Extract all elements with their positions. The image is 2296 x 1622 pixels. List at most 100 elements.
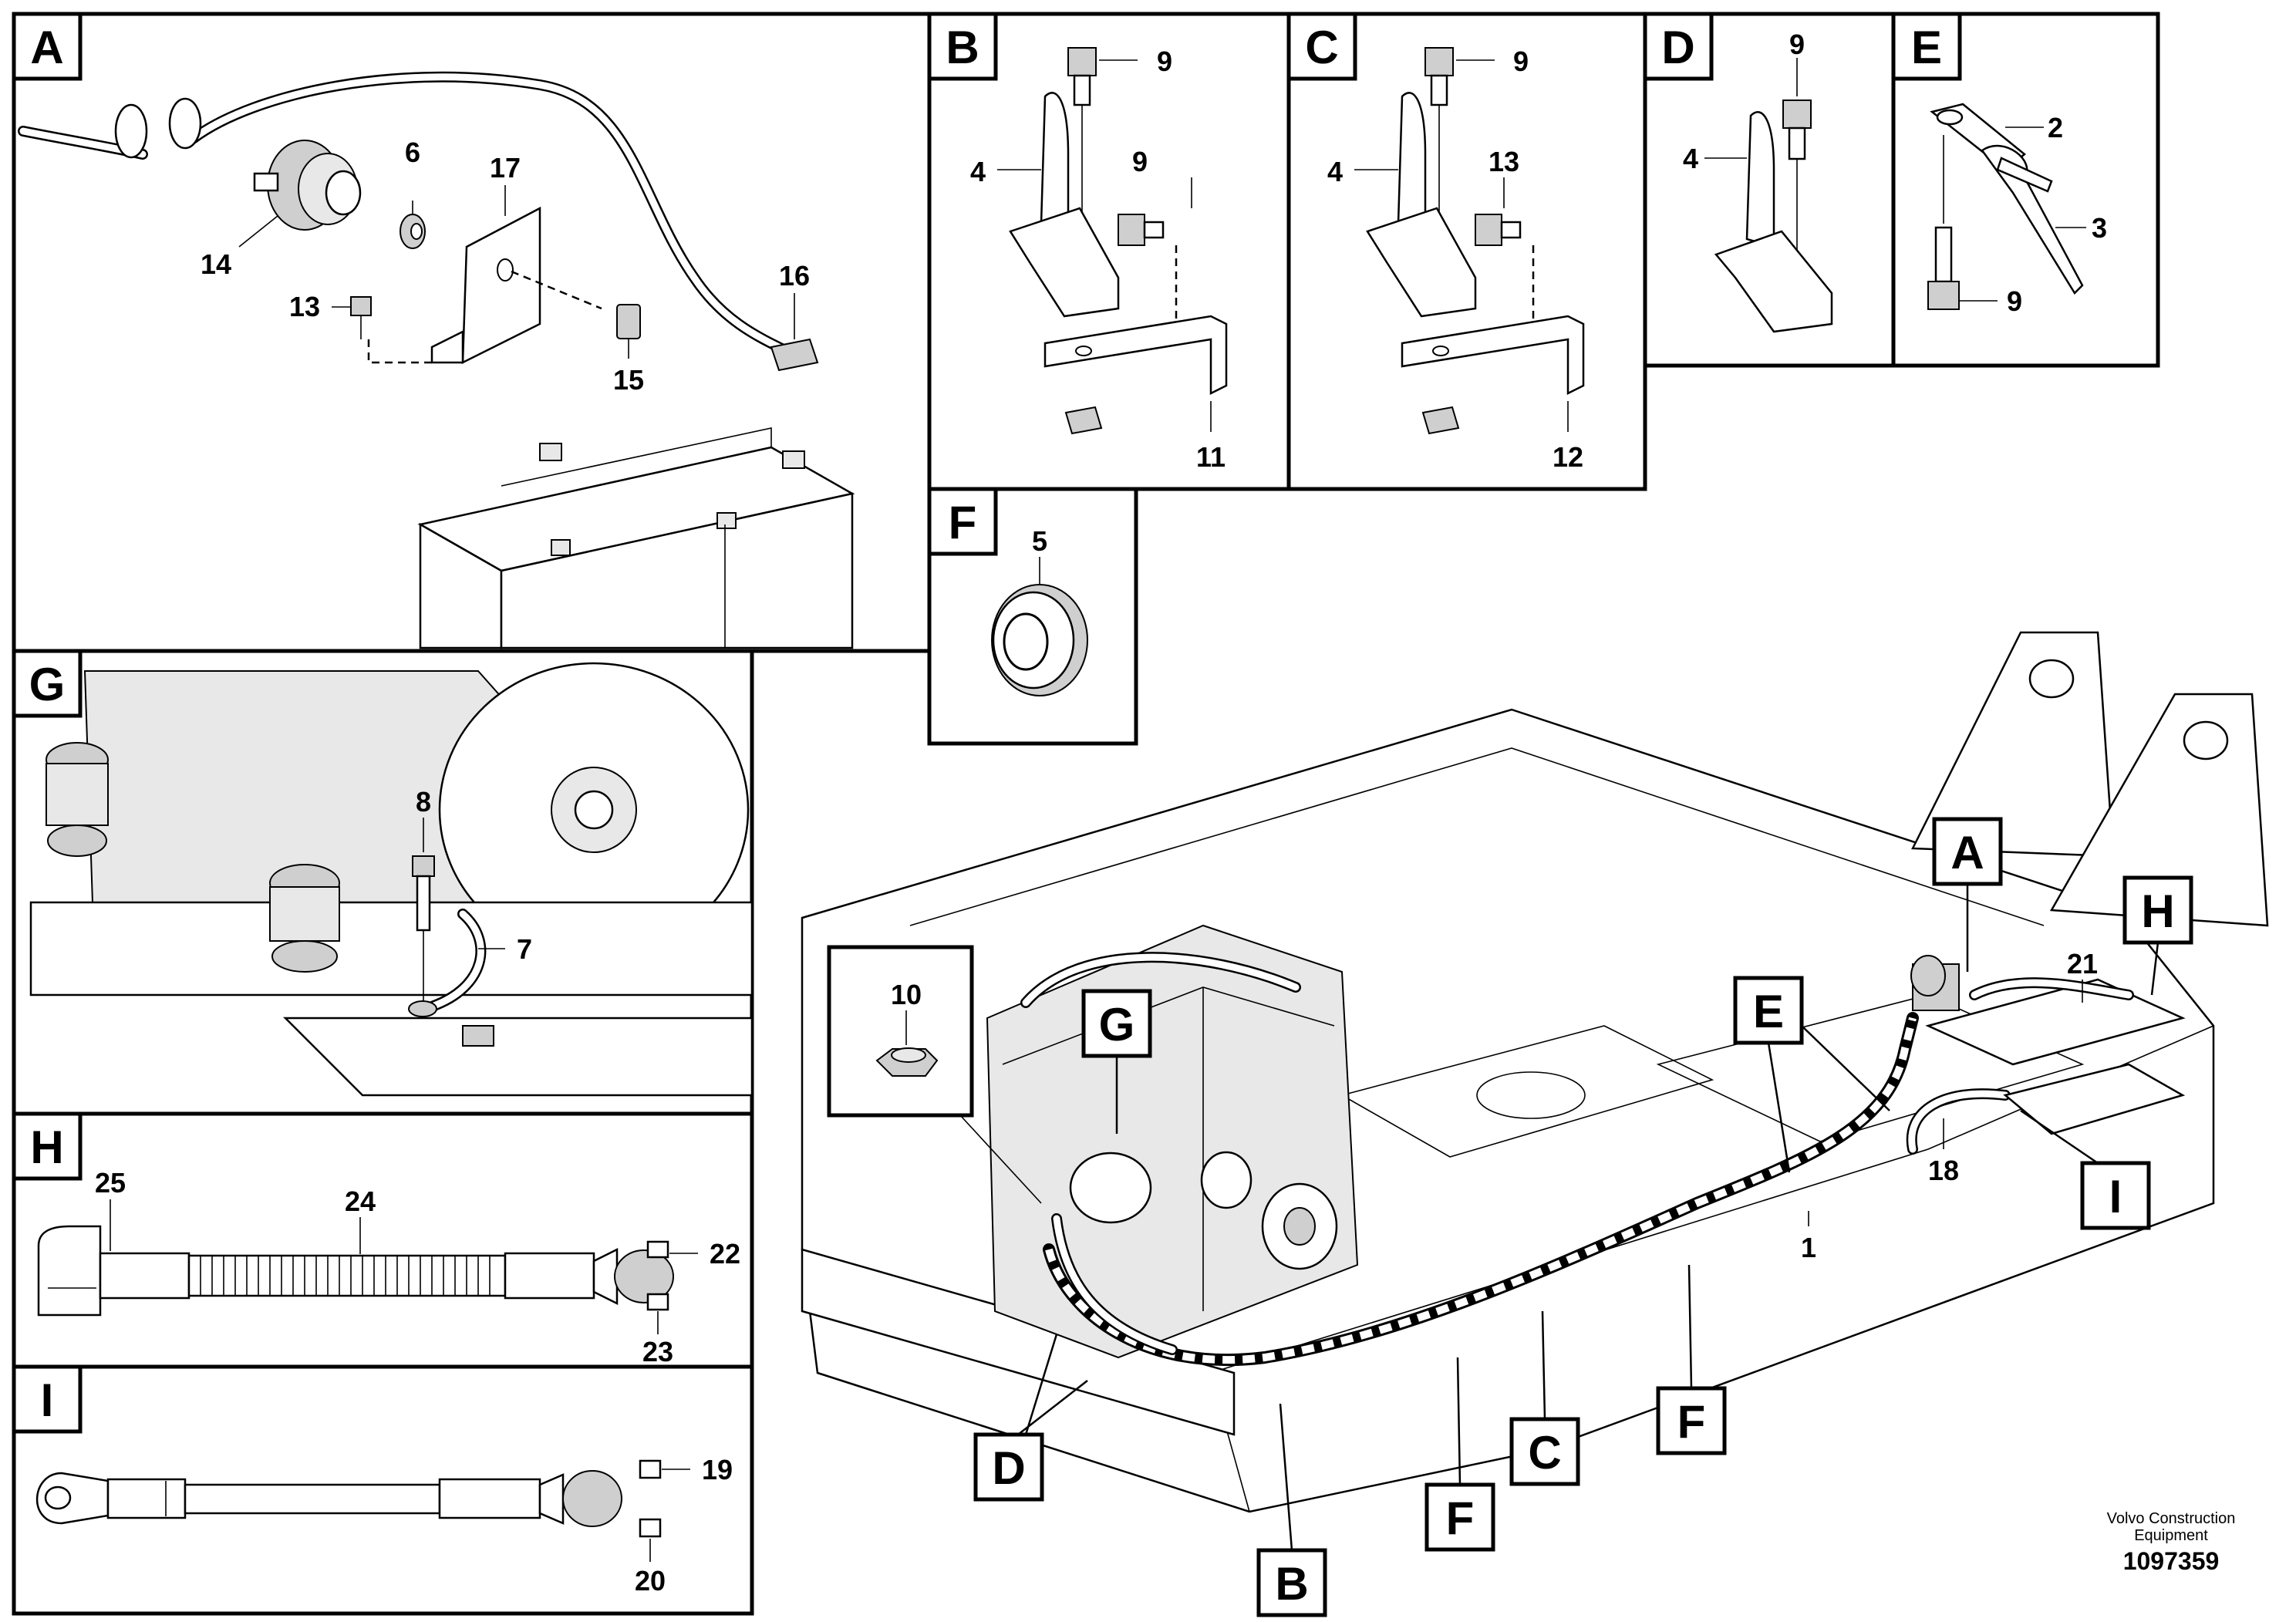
callout-h-25: 25 (95, 1167, 126, 1199)
callout-c-4: 4 (1327, 156, 1343, 187)
panel-c-drawing: 9 4 13 12 (1327, 46, 1585, 473)
callout-h-23: 23 (642, 1336, 673, 1367)
ground-cable (184, 1483, 441, 1515)
panel-i-drawing: 19 20 (35, 1454, 733, 1597)
cable-sleeve-2 (168, 97, 202, 150)
clip-base-d (1714, 230, 1833, 333)
screw-13-c (1475, 214, 1535, 339)
panel-h-letter: H (30, 1121, 63, 1173)
bolt-9-top (1067, 47, 1097, 309)
main-tag-g: G (1081, 989, 1152, 1058)
svg-text:E: E (1753, 986, 1784, 1037)
panel-f-tag: F (927, 487, 998, 556)
callout-main-1: 1 (1801, 1232, 1816, 1263)
callout-16: 16 (779, 260, 810, 292)
floor-plate (1340, 1025, 1714, 1158)
screw-13 (350, 296, 432, 364)
terminal-16 (770, 338, 819, 372)
panel-e-drawing: 2 3 9 (1927, 103, 2107, 317)
panel-b-drawing: 9 4 9 11 (970, 46, 1228, 473)
callout-e-2: 2 (2048, 112, 2063, 143)
main-assembly-view: 10 A G E H I D B F C F 21 18 1 (801, 631, 2269, 1617)
battery-clamp-i (562, 1459, 662, 1538)
main-tag-b: B (1256, 1548, 1327, 1617)
ring-terminal (35, 1472, 110, 1525)
svg-text:I: I (2109, 1171, 2122, 1222)
terminal-boot-25 (37, 1225, 102, 1317)
callout-c-12: 12 (1553, 441, 1583, 473)
manufacturer-credit: Volvo Construction Equipment 1097359 (2075, 1510, 2267, 1578)
svg-text:F: F (1446, 1492, 1475, 1544)
nut (1064, 406, 1103, 435)
panel-c-letter: C (1305, 22, 1338, 73)
frame-plate (282, 1017, 754, 1097)
detail-box-10 (827, 945, 974, 1118)
callout-b-11: 11 (1196, 441, 1226, 473)
panel-h-tag: H (12, 1111, 83, 1181)
panel-a-drawing: 6 17 14 13 16 15 (18, 71, 855, 649)
callout-i-20: 20 (635, 1565, 666, 1597)
callout-13: 13 (289, 291, 320, 322)
panel-g-tag: G (12, 649, 83, 718)
main-tag-e: E (1733, 976, 1804, 1045)
cable-tie-4-c (1397, 92, 1427, 233)
panel-i-letter: I (41, 1374, 54, 1426)
bolt-9-mid (1118, 214, 1178, 339)
panel-h-drawing: 25 24 22 23 (37, 1167, 740, 1367)
panel-b-tag: B (927, 12, 998, 81)
battery (417, 427, 855, 649)
panel-g-letter: G (29, 659, 66, 710)
cable-sleeve (114, 103, 148, 159)
figure-number: 1097359 (2122, 1547, 2220, 1575)
panel-e-letter: E (1911, 22, 1942, 73)
panel-d-tag: D (1643, 12, 1714, 81)
clip-base-c (1366, 207, 1477, 318)
panel-g-drawing: 8 7 (29, 662, 754, 1097)
cable-tie-4 (1040, 92, 1070, 233)
panel-f-frame (927, 487, 1138, 746)
callout-e-3: 3 (2092, 212, 2107, 244)
callout-g-8: 8 (416, 786, 431, 818)
panel-c-frame (1286, 12, 1647, 491)
callout-main-18: 18 (1928, 1155, 1959, 1186)
cable-tie-4-d (1745, 111, 1775, 248)
panel-a-tag: A (12, 12, 83, 81)
ground-strap-7 (408, 909, 487, 1017)
sleeve-i-left (106, 1478, 187, 1519)
tie-3 (1981, 144, 2084, 295)
panel-b-frame (927, 12, 1291, 491)
cable-sleeve-h (99, 1252, 190, 1300)
key-15 (616, 304, 641, 339)
frame-rail (29, 901, 754, 996)
bracket-17 (461, 206, 541, 365)
bolt-8 (412, 855, 435, 1003)
svg-text:H: H (2141, 885, 2174, 937)
main-tag-h: H (2122, 875, 2193, 945)
main-tag-a: A (1932, 817, 2003, 886)
callout-e-9: 9 (2007, 285, 2022, 317)
panel-d-letter: D (1661, 22, 1694, 73)
svg-text:B: B (1275, 1558, 1308, 1610)
panel-f-drawing: 5 (991, 525, 1088, 696)
panel-b-letter: B (946, 22, 979, 73)
callout-c-13: 13 (1489, 146, 1519, 177)
callout-main-10: 10 (891, 979, 922, 1010)
battery-box (1910, 955, 2186, 1066)
svg-text:A: A (1950, 827, 1984, 878)
callout-b-9-top: 9 (1157, 46, 1172, 77)
main-tag-c: C (1509, 1417, 1580, 1486)
engine-mount-left (46, 742, 109, 857)
main-tag-i: I (2080, 1161, 2151, 1230)
credit-company-line2: Equipment (2134, 1527, 2208, 1544)
corrugated-tube-24 (187, 1254, 507, 1297)
panel-d-drawing: 9 4 (1683, 29, 1833, 333)
panel-f-letter: F (949, 497, 977, 548)
sleeve-i-right (438, 1478, 541, 1519)
callout-b-4: 4 (970, 156, 986, 187)
main-tag-d: D (973, 1432, 1044, 1502)
svg-text:D: D (992, 1442, 1025, 1494)
panel-e-frame (1891, 12, 2160, 368)
main-tag-f-1: F (1424, 1482, 1495, 1552)
